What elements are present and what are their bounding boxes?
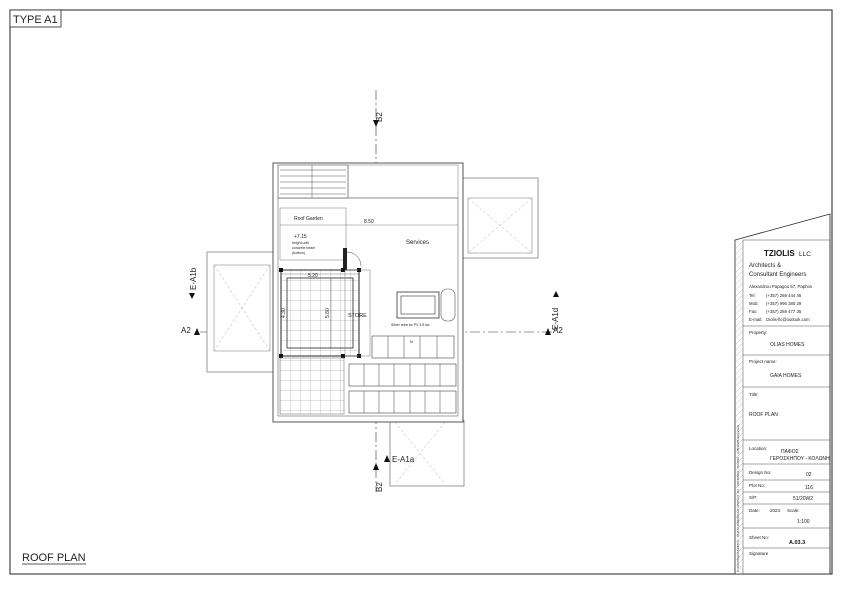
project-name: GAIA HOMES bbox=[770, 373, 802, 379]
sheet-frame bbox=[9, 9, 833, 575]
svg-text:ROOF PLAN: ROOF PLAN bbox=[22, 552, 86, 564]
svg-text:ΓΕΡΟΣΚΗΠΟΥ - ΚΟΛΩΝΗ: ΓΕΡΟΣΚΗΠΟΥ - ΚΟΛΩΝΗ bbox=[770, 456, 830, 462]
skylight: Silver area for PV 3.8 kw N bbox=[391, 288, 456, 344]
type-label: TYPE A1 bbox=[9, 9, 62, 28]
elevation-marker-e-a1d: E-A1d bbox=[551, 291, 560, 330]
firm-name: TZIOLIS bbox=[764, 249, 795, 258]
svg-text:51/20W2: 51/20W2 bbox=[793, 496, 813, 502]
svg-text:02: 02 bbox=[806, 472, 812, 478]
balcony-right bbox=[461, 177, 539, 259]
svg-text:5.80: 5.80 bbox=[325, 308, 331, 318]
svg-text:A2: A2 bbox=[553, 326, 563, 335]
services-room: Services bbox=[406, 240, 429, 246]
svg-text:Location:: Location: bbox=[749, 446, 767, 451]
tiled-floor bbox=[279, 357, 345, 415]
roof-plan: Roof Garden +7.15 height until concrete … bbox=[181, 90, 563, 492]
svg-text:Sheet No:: Sheet No: bbox=[749, 535, 769, 540]
svg-text:E-A1b: E-A1b bbox=[189, 267, 198, 290]
svg-text:(bottom): (bottom) bbox=[292, 251, 305, 255]
svg-text:Plot No:: Plot No: bbox=[749, 483, 765, 488]
svg-text:concrete beam: concrete beam bbox=[292, 246, 315, 250]
elevation-marker-e-a1a: E-A1a bbox=[384, 455, 415, 464]
svg-text:Consultant Engineers: Consultant Engineers bbox=[749, 272, 806, 278]
dimension-width-top: 8.50 bbox=[280, 219, 458, 226]
firm-suffix: LLC bbox=[799, 251, 811, 258]
svg-text:(+357) 996 380 29: (+357) 996 380 29 bbox=[766, 301, 802, 306]
svg-text:Project name:: Project name: bbox=[749, 359, 777, 364]
svg-text:B2: B2 bbox=[375, 482, 384, 492]
svg-text:height until: height until bbox=[292, 241, 309, 245]
svg-text:Property:: Property: bbox=[749, 330, 767, 335]
svg-text:B2: B2 bbox=[375, 112, 384, 122]
roof-garden: Roof Garden +7.15 height until concrete … bbox=[279, 207, 347, 261]
section-marker-b2-bottom: B2 bbox=[373, 463, 384, 492]
svg-text:E-A1d: E-A1d bbox=[551, 308, 560, 330]
svg-text:(+357) 269 444 45: (+357) 269 444 45 bbox=[766, 293, 802, 298]
svg-text:Signature: Signature bbox=[749, 551, 769, 556]
svg-text:E-mail:: E-mail: bbox=[749, 317, 762, 322]
stair-core: 5.20 4.30 5.80 bbox=[279, 268, 361, 358]
door-swing bbox=[343, 248, 362, 270]
svg-text:STORE: STORE bbox=[348, 313, 367, 319]
svg-text:8.50: 8.50 bbox=[364, 219, 374, 225]
svg-text:(+357) 269 477 35: (+357) 269 477 35 bbox=[766, 309, 802, 314]
section-marker-b2-top: B2 bbox=[373, 112, 384, 127]
store-room: STORE bbox=[344, 269, 371, 357]
svg-text:116: 116 bbox=[805, 485, 813, 491]
drawing-title: ROOF PLAN bbox=[22, 552, 86, 565]
svg-text:Scale:: Scale: bbox=[787, 508, 800, 513]
sheet-title: ROOF PLAN bbox=[749, 412, 778, 418]
title-block: C:\DATA\GERASKIPOU - OLIAS HOMES\GAIA 11… bbox=[734, 213, 831, 575]
svg-text:S/P:: S/P: bbox=[749, 495, 758, 500]
svg-text:Date:: Date: bbox=[749, 508, 760, 513]
balcony-bottom bbox=[389, 419, 465, 487]
svg-text:tziolis-llc@outlook.com: tziolis-llc@outlook.com bbox=[766, 317, 810, 322]
svg-text:Silver area for PV 3.8 kw: Silver area for PV 3.8 kw bbox=[391, 323, 430, 327]
balcony-left bbox=[206, 251, 278, 373]
svg-text:Roof Garden: Roof Garden bbox=[294, 216, 323, 222]
svg-text:+7.15: +7.15 bbox=[294, 234, 307, 240]
svg-text:5.20: 5.20 bbox=[308, 273, 318, 279]
svg-text:E-A1a: E-A1a bbox=[392, 455, 415, 464]
sheet-number: A.03.3 bbox=[789, 540, 805, 546]
file-path: C:\DATA\GERASKIPOU - OLIAS HOMES\GAIA 11… bbox=[736, 425, 740, 572]
svg-text:ΠΑΦΟΣ: ΠΑΦΟΣ bbox=[781, 449, 799, 455]
svg-text:Alexandrou Papagou 57, Paphos: Alexandrou Papagou 57, Paphos bbox=[749, 284, 812, 289]
svg-text:2023: 2023 bbox=[770, 508, 781, 513]
section-marker-a2-left: A2 bbox=[181, 326, 200, 335]
svg-text:Title:: Title: bbox=[749, 392, 759, 397]
svg-text:Fax:: Fax: bbox=[749, 309, 757, 314]
svg-text:4.30: 4.30 bbox=[281, 308, 287, 318]
pv-panels bbox=[348, 335, 457, 414]
svg-text:Architects &: Architects & bbox=[749, 263, 781, 269]
svg-text:Services: Services bbox=[406, 240, 429, 246]
svg-text:Tel:: Tel: bbox=[749, 293, 756, 298]
stair-top bbox=[277, 164, 459, 199]
svg-text:TYPE A1: TYPE A1 bbox=[13, 14, 58, 26]
svg-text:A2: A2 bbox=[181, 326, 191, 335]
section-marker-a2-right: A2 bbox=[545, 326, 563, 335]
svg-text:Design No:: Design No: bbox=[749, 470, 771, 475]
property-name: OLIAS HOMES bbox=[770, 342, 805, 348]
elevation-marker-e-a1b: E-A1b bbox=[189, 267, 198, 299]
svg-text:N: N bbox=[410, 339, 413, 344]
svg-text:1:100: 1:100 bbox=[797, 519, 810, 525]
svg-text:Mob:: Mob: bbox=[749, 301, 759, 306]
